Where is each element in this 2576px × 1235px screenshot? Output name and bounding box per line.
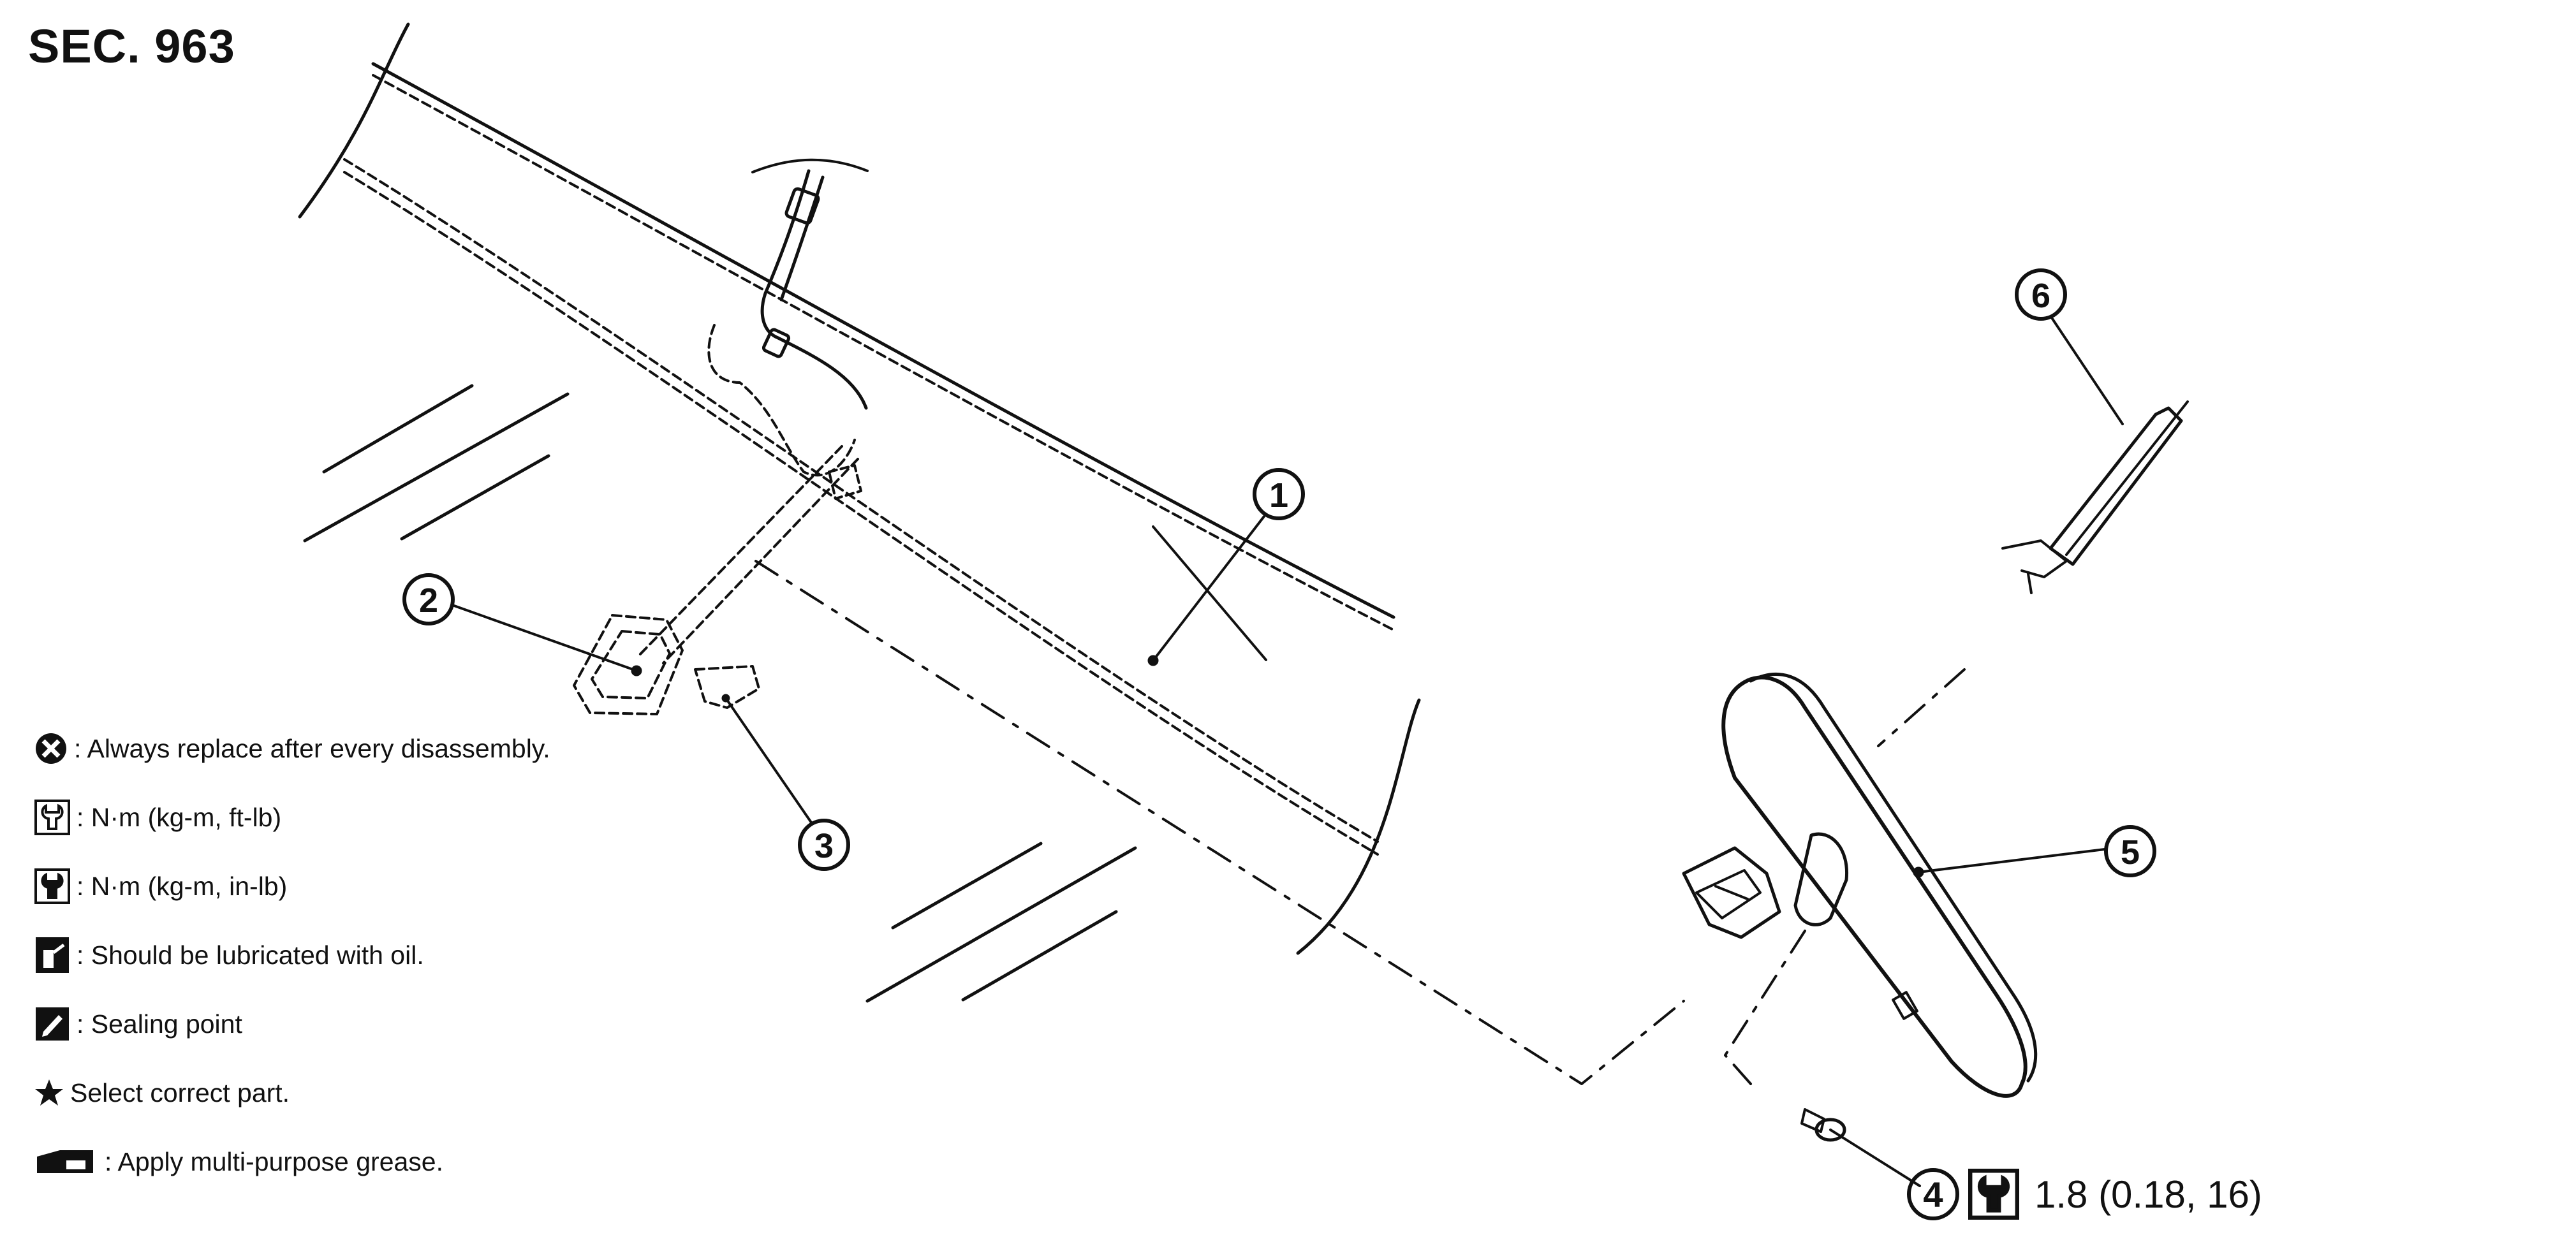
grease-icon	[37, 1150, 93, 1173]
mirror-body-edge	[1749, 672, 2038, 1083]
hidden-guide-line	[662, 458, 859, 664]
hidden-harness	[707, 324, 856, 477]
mirror-stem	[1793, 832, 1849, 926]
screw-head	[1814, 1118, 1846, 1142]
always-replace-icon	[36, 733, 66, 764]
reflection-line	[303, 392, 570, 543]
callout-1: 1	[1253, 468, 1305, 520]
hidden-guide-line	[637, 445, 843, 658]
panel-right-edge	[1296, 698, 1421, 955]
leader-line-5	[1917, 848, 2106, 873]
leader-line-3	[725, 697, 813, 824]
star-icon	[35, 1079, 63, 1106]
leader-line-2	[453, 604, 638, 672]
mirror-mount	[1682, 846, 1781, 939]
torque-value: 1.8 (0.18, 16)	[2035, 1173, 2262, 1216]
legend-text: Select correct part.	[70, 1078, 290, 1107]
reflection-line	[865, 846, 1137, 1003]
assembly-lines	[754, 560, 1966, 1085]
legend-text: : N·m (kg-m, ft-lb)	[77, 802, 282, 832]
harness-bundle	[2049, 406, 2183, 566]
legend-text: : Apply multi-purpose grease.	[105, 1146, 443, 1176]
rearview-mirror	[1682, 672, 2038, 1098]
reflection-line	[322, 384, 474, 474]
mirror-mount-face	[1695, 869, 1762, 919]
reflection-line	[961, 910, 1118, 1002]
sensor-cover-outline	[694, 665, 760, 709]
legend-item: : Should be lubricated with oil.	[34, 921, 736, 990]
panel-lower-dashed	[343, 171, 1379, 856]
legend-item: : Sealing point	[34, 990, 736, 1058]
callout-5: 5	[2104, 825, 2156, 877]
callout-number: 2	[419, 581, 438, 620]
legend-item: Select correct part.	[34, 1058, 736, 1127]
legend-text: : Sealing point	[77, 1009, 242, 1039]
leader-line-6	[2051, 318, 2124, 425]
mirror-mount-detail	[1714, 885, 1749, 900]
panel-top-edge	[371, 62, 1395, 619]
rain-sensor-outline	[573, 614, 684, 715]
harness	[707, 158, 869, 500]
harness-connector	[784, 187, 820, 225]
legend-text: : Should be lubricated with oil.	[77, 940, 424, 970]
legend-item: : N·m (kg-m, in-lb)	[34, 852, 736, 921]
headliner-curve	[751, 158, 869, 173]
oil-can-icon	[36, 937, 69, 973]
callout-number: 5	[2121, 833, 2140, 872]
callout-6: 6	[2015, 268, 2067, 321]
legend-item: : Always replace after every disassembly…	[34, 714, 736, 783]
harness-wire	[2065, 400, 2189, 556]
panel-top-dashed	[372, 74, 1395, 631]
harness-guide-line	[1877, 668, 1966, 747]
torque-in-lb-icon	[34, 868, 70, 904]
hidden-connector	[828, 464, 862, 500]
leader-line-1	[1152, 513, 1267, 662]
mirror-body	[1721, 675, 2028, 1098]
reflection-line	[891, 842, 1043, 930]
harness-end	[2027, 573, 2033, 594]
sealing-point-icon	[36, 1007, 69, 1041]
mirror-switch	[1892, 991, 1918, 1020]
harness-clip	[762, 328, 791, 358]
sensor-assembly	[573, 445, 859, 715]
callout-number: 6	[2031, 277, 2050, 315]
torque-ft-lb-icon	[34, 800, 70, 835]
legend-item: : N·m (kg-m, ft-lb)	[34, 783, 736, 852]
legend-item: : Apply multi-purpose grease.	[34, 1127, 736, 1196]
harness-wire	[779, 175, 825, 302]
mount-guide-line	[754, 560, 1685, 1085]
reflection-line	[400, 454, 550, 541]
callout-4: 4	[1907, 1168, 1959, 1220]
callout-number: 3	[814, 827, 834, 865]
mirror-screw	[1800, 1108, 1846, 1142]
screw-shank	[1800, 1108, 1825, 1133]
leader-line-1	[1152, 525, 1267, 661]
mirror-harness	[2001, 400, 2189, 594]
harness-end	[2001, 539, 2068, 578]
legend-text: : Always replace after every disassembly…	[74, 733, 550, 763]
panel-left-edge	[298, 22, 410, 219]
rain-sensor-outline-inner	[591, 630, 671, 699]
panel-lower-edge	[343, 158, 1379, 843]
callout-number: 1	[1269, 476, 1288, 515]
windshield-panel	[298, 22, 1421, 1003]
leader-line-4	[1829, 1129, 1921, 1187]
legend-text: : N·m (kg-m, in-lb)	[77, 871, 288, 901]
screw-guide-line	[1724, 930, 1806, 1085]
callout-3: 3	[798, 819, 850, 871]
callout-2: 2	[402, 573, 455, 625]
symbol-legend: : Always replace after every disassembly…	[34, 714, 736, 1196]
section-code: SEC. 963	[28, 20, 235, 73]
harness-wire	[760, 169, 868, 410]
torque-callout: 4 1.8 (0.18, 16)	[1907, 1159, 2262, 1229]
torque-wrench-in-lb-icon	[1968, 1169, 2019, 1220]
leader-lines	[453, 318, 2124, 1187]
